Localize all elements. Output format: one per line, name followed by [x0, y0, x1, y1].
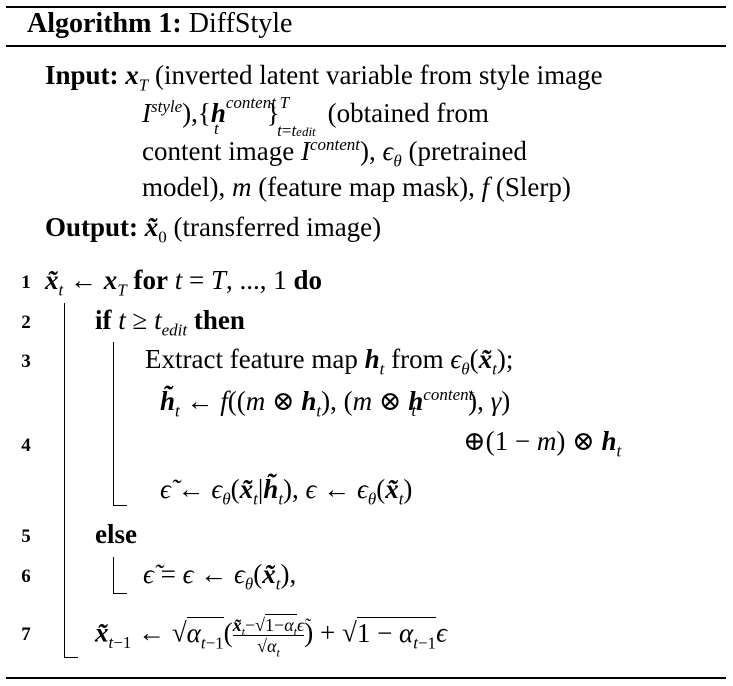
output-line: Output: x̃0 (transferred image)	[45, 212, 382, 247]
step-2: if t ≥ tedit then	[95, 305, 245, 340]
step-3: Extract feature map ht from ϵθ(x̃t);	[145, 344, 514, 379]
input-line-4: model), m (feature map mask), f (Slerp)	[142, 172, 571, 202]
line-number-6: 6	[21, 566, 31, 587]
if-block-bar	[113, 342, 114, 505]
output-keyword: Output:	[45, 212, 139, 242]
step-5: else	[95, 519, 137, 549]
step-4a: h̃t ← f((m ⊗ ht), (m ⊗ hcontentt), γ)	[160, 385, 511, 421]
line-number-4: 4	[21, 435, 31, 456]
input-line-3: content image Icontent), ϵθ (pretrained	[142, 135, 527, 171]
algorithm-name: DiffStyle	[188, 8, 293, 39]
else-block-bar	[113, 557, 114, 593]
step-6: ϵ̃ = ϵ ← ϵθ(x̃t),	[143, 559, 297, 594]
input-keyword: Input:	[45, 60, 119, 90]
top-rule	[6, 6, 726, 8]
else-block-end	[113, 593, 127, 594]
algorithm-label: Algorithm 1:	[27, 8, 182, 39]
algorithm-caption: Algorithm 1: DiffStyle	[27, 8, 292, 40]
for-loop-bar	[64, 303, 65, 657]
line-number-7: 7	[21, 624, 31, 645]
line-number-3: 3	[21, 351, 31, 372]
step-1: x̃t ← xT for t = T, ..., 1 do	[45, 265, 322, 300]
bottom-rule	[6, 677, 726, 679]
step-4b: ⊕(1 − m) ⊗ ht	[463, 426, 622, 461]
step-4c: ϵ̃ ← ϵθ(x̃t|h̃t), ϵ ← ϵθ(x̃t)	[160, 474, 413, 509]
line-number-2: 2	[21, 312, 31, 333]
line-number-1: 1	[21, 272, 31, 293]
line-number-5: 5	[21, 526, 31, 547]
input-line-2: Istyle),{hcontentt}Tt=tedit(obtained fro…	[142, 93, 489, 141]
title-rule	[6, 45, 726, 47]
if-block-end	[113, 505, 127, 506]
step-7: x̃t−1 ← √αt−1(x̃t−√1−αtϵ̃√αt) + √1 − αt−…	[95, 614, 447, 660]
input-line-1: Input: xT (inverted latent variable from…	[45, 60, 603, 95]
for-loop-end	[64, 657, 78, 658]
